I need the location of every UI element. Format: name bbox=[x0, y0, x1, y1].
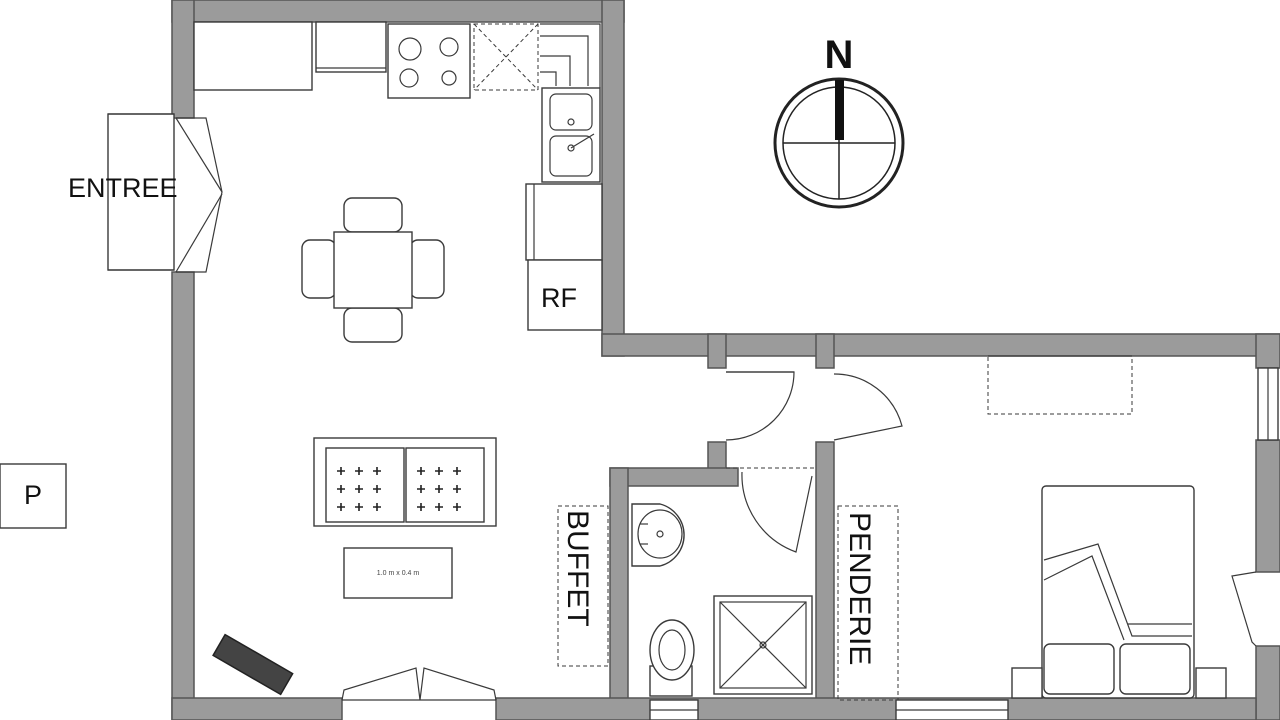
burner-icon bbox=[439, 37, 459, 57]
wardrobe: PENDERIE bbox=[837, 505, 899, 701]
sofa-cross-mark bbox=[337, 485, 345, 493]
corner-counter bbox=[540, 23, 601, 88]
penderie-label: PENDERIE bbox=[843, 512, 876, 665]
sofa-cushion-left bbox=[325, 447, 405, 523]
rug: 1.0 m x 0.4 m bbox=[343, 547, 453, 599]
door-swing-1 bbox=[725, 371, 795, 441]
sofa-cross-mark bbox=[355, 503, 363, 511]
chair-west bbox=[301, 239, 337, 299]
pillow-right bbox=[1119, 643, 1191, 695]
toilet-bowl bbox=[649, 619, 695, 681]
bedroom bbox=[987, 355, 1257, 699]
cooktop bbox=[387, 23, 471, 99]
corridor-doors bbox=[725, 371, 903, 553]
sofa-cross-mark bbox=[373, 467, 381, 475]
nightstand-left bbox=[1011, 667, 1043, 699]
compass-needle-icon bbox=[835, 80, 844, 140]
dining-set bbox=[301, 197, 445, 343]
south-door bbox=[341, 667, 497, 701]
wall-bath-top bbox=[609, 467, 739, 487]
wall-bottom-1 bbox=[171, 697, 343, 720]
wall-bath-west bbox=[609, 467, 629, 720]
dishwasher bbox=[473, 23, 539, 91]
entrance: ENTREE bbox=[68, 113, 223, 273]
kitchen-sink bbox=[541, 87, 601, 183]
kitchen-counter-left bbox=[193, 21, 313, 91]
wardrobe-cabinet bbox=[837, 505, 899, 701]
sofa-cross-mark bbox=[417, 503, 425, 511]
pillow-left bbox=[1043, 643, 1115, 695]
sofa bbox=[313, 437, 497, 527]
rug-rect bbox=[343, 547, 453, 599]
nightstand-right bbox=[1195, 667, 1227, 699]
north-label: N bbox=[825, 33, 854, 77]
buffet-cabinet bbox=[557, 505, 609, 667]
sofa-cross-mark bbox=[417, 485, 425, 493]
sofa-cross-mark bbox=[337, 467, 345, 475]
sofa-cross-mark bbox=[355, 485, 363, 493]
chair-north bbox=[343, 197, 403, 233]
parking-label: P bbox=[24, 480, 42, 510]
sofa-cross-mark bbox=[337, 503, 345, 511]
kitchen-cabinet bbox=[315, 21, 387, 73]
rug-size-label: 1.0 m x 0.4 m bbox=[377, 570, 420, 577]
fridge-label: RF bbox=[541, 283, 577, 313]
sofa-cross-mark bbox=[435, 503, 443, 511]
sofa-cross-mark bbox=[453, 485, 461, 493]
entrance-door-leaves bbox=[176, 117, 223, 273]
sofa-cross-mark bbox=[417, 467, 425, 475]
chair-south bbox=[343, 307, 403, 343]
parking: P bbox=[0, 463, 67, 529]
bathroom bbox=[631, 503, 813, 697]
door-swing-bath bbox=[741, 471, 813, 553]
chair-east bbox=[409, 239, 445, 299]
kitchen-counter-right bbox=[525, 183, 603, 261]
sofa-cross-mark bbox=[435, 467, 443, 475]
parking-box bbox=[0, 463, 67, 529]
wall-post-3 bbox=[815, 333, 835, 369]
dining-table bbox=[333, 231, 413, 309]
buffet-label: BUFFET bbox=[561, 510, 594, 627]
wall-bath-east bbox=[815, 441, 835, 720]
wall-east-bottom bbox=[1255, 645, 1280, 720]
entrance-step bbox=[107, 113, 175, 271]
sofa-cross-mark bbox=[453, 503, 461, 511]
wall-east-top bbox=[1255, 333, 1280, 369]
wash-basin bbox=[631, 503, 685, 567]
door-swing-2 bbox=[833, 373, 903, 441]
sofa-cushion-right bbox=[405, 447, 485, 523]
walls bbox=[171, 0, 1280, 720]
sofa-cross-mark bbox=[435, 485, 443, 493]
tv-icon bbox=[212, 633, 294, 696]
wall-post-2 bbox=[707, 441, 727, 471]
burner-icon bbox=[399, 68, 419, 88]
wall-post-1 bbox=[707, 333, 727, 369]
kitchen: RF bbox=[193, 21, 603, 331]
bedroom-desk bbox=[987, 355, 1133, 415]
compass: N bbox=[773, 33, 905, 209]
wall-bottom-2 bbox=[495, 697, 1257, 720]
wall-top bbox=[171, 0, 625, 23]
sofa-cross-mark bbox=[355, 467, 363, 475]
wall-bedroom-north bbox=[601, 333, 1280, 357]
tv-unit bbox=[212, 633, 294, 696]
fridge bbox=[527, 259, 603, 331]
sofa-cross-mark bbox=[453, 467, 461, 475]
windows bbox=[649, 367, 1279, 720]
burner-icon bbox=[441, 70, 457, 86]
buffet: BUFFET bbox=[557, 505, 609, 667]
wall-west-lower bbox=[171, 271, 195, 720]
wall-west-upper bbox=[171, 0, 195, 119]
wall-kitchen-east bbox=[601, 0, 625, 357]
sofa-cross-mark bbox=[373, 485, 381, 493]
sofa-cross-mark bbox=[373, 503, 381, 511]
entrance-label: ENTREE bbox=[68, 173, 178, 203]
burner-icon bbox=[398, 37, 422, 61]
wall-east-mid bbox=[1255, 439, 1280, 573]
